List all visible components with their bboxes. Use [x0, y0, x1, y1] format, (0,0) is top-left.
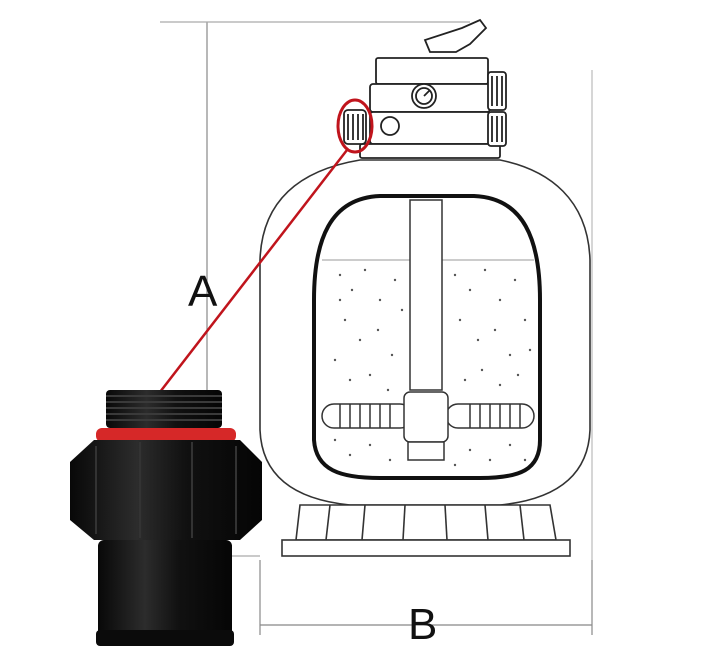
tank-base [281, 504, 571, 557]
standpipe [409, 199, 443, 391]
sand-speckles [333, 268, 532, 467]
dimension-label-b: B [408, 600, 438, 649]
union-fitting-photo [70, 390, 262, 646]
callout-circle [336, 98, 374, 154]
multiport-valve [343, 57, 507, 159]
valve-ports [487, 71, 507, 147]
laterals [321, 391, 535, 461]
dimension-label-a: A [188, 267, 218, 316]
sand-chamber [312, 194, 542, 480]
valve-handle [423, 18, 488, 53]
callout [159, 98, 374, 393]
dimension-line-b [259, 70, 593, 635]
o-ring [96, 428, 236, 442]
callout-leader [159, 149, 348, 393]
